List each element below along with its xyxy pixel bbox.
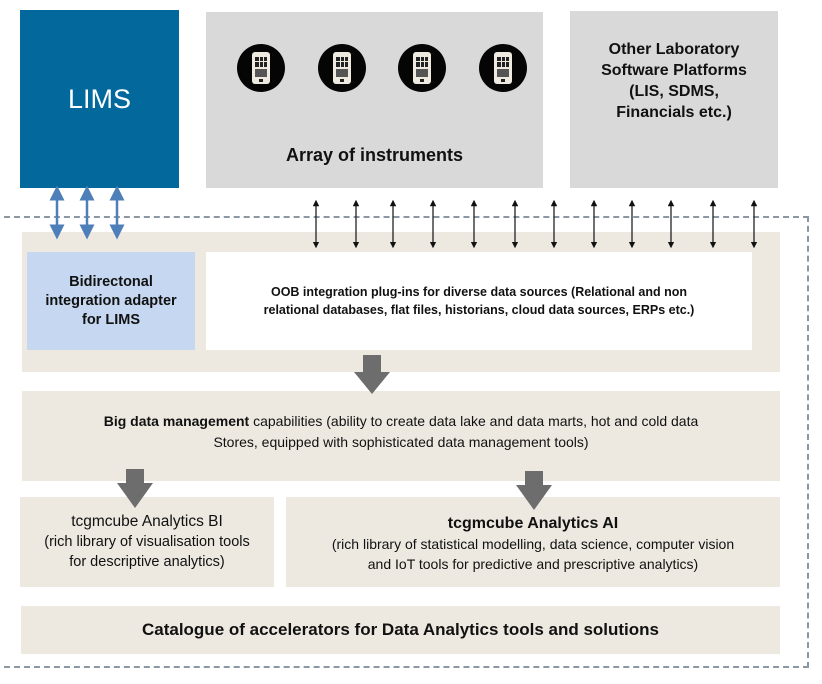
instruments-box [206,12,543,188]
other-platforms-line: Other Laboratory [608,40,740,58]
oob-line: OOB integration plug-ins for diverse dat… [270,285,688,299]
analytics-bi-box: tcgmcube Analytics BI (rich library of v… [20,497,274,587]
analytics-bi-line: (rich library of visualisation tools [44,534,250,550]
oob-line: relational databases, flat files, histor… [263,303,695,317]
big-data-rest: capabilities (ability to create data lak… [249,413,699,429]
instrument-device-icon [479,44,527,92]
catalogue-box: Catalogue of accelerators for Data Analy… [21,606,780,654]
analytics-bi-title: tcgmcube Analytics BI [71,513,223,530]
instrument-device-icon [237,44,285,92]
other-platforms-line: (LIS, SDMS, [629,82,719,100]
adapter-line: Bidirectonal [69,273,153,290]
big-data-line-1: Big data management capabilities (abilit… [104,411,699,432]
analytics-ai-line: and IoT tools for predictive and prescri… [367,556,699,572]
adapter-line: for LIMS [82,311,140,328]
lims-adapter-box: Bidirectonal integration adapter for LIM… [27,252,195,350]
platform-boundary-frame [4,216,809,668]
instrument-device-icon [398,44,446,92]
catalogue-label: Catalogue of accelerators for Data Analy… [141,620,660,639]
analytics-bi-line: for descriptive analytics) [69,554,225,570]
other-platforms-line: Financials etc.) [616,103,732,121]
analytics-ai-box: tcgmcube Analytics AI (rich library of s… [286,497,780,587]
lims-label: LIMS [67,83,132,114]
oob-plugins-box: OOB integration plug-ins for diverse dat… [206,252,752,350]
instruments-title: Array of instruments [285,145,464,165]
analytics-ai-title: tcgmcube Analytics AI [447,515,619,532]
big-data-box: Big data management capabilities (abilit… [22,391,780,481]
big-data-line-2: Stores, equipped with sophisticated data… [213,434,589,450]
analytics-ai-line: (rich library of statistical modelling, … [331,536,735,552]
adapter-line: integration adapter [45,292,177,309]
big-data-bold: Big data management [103,413,250,429]
lims-box: LIMS [20,10,179,188]
instrument-device-icon [318,44,366,92]
other-platforms-box: Other Laboratory Software Platforms (LIS… [570,11,778,188]
other-platforms-line: Software Platforms [601,61,747,79]
